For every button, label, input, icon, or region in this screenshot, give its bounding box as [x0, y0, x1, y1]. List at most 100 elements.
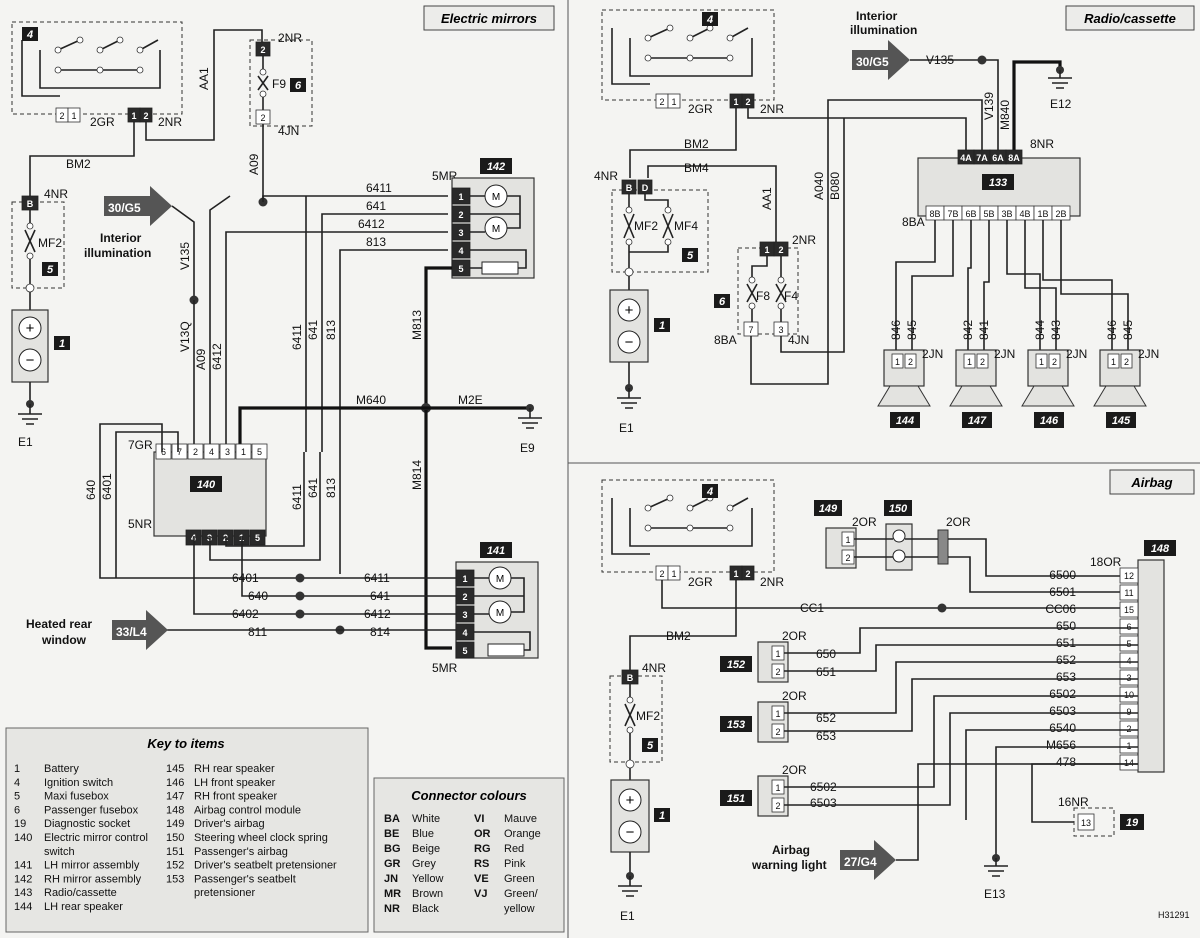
svg-text:149: 149: [819, 503, 838, 515]
pin-label: 1: [241, 447, 246, 457]
pin-148: [1119, 686, 1139, 703]
svg-text:6402: 6402: [232, 607, 259, 621]
svg-text:2: 2: [1124, 357, 1129, 367]
pin-label: 1: [1126, 741, 1131, 751]
pin-140-top: [171, 443, 188, 460]
svg-text:1: 1: [59, 338, 65, 350]
svg-text:1: 1: [1111, 357, 1116, 367]
steering-clock-spring: 150 2OR: [884, 500, 971, 571]
colour-name: Orange: [504, 828, 541, 840]
svg-text:M813: M813: [410, 310, 424, 340]
svg-text:6: 6: [295, 80, 302, 92]
svg-text:E1: E1: [18, 435, 33, 449]
colour-name: Brown: [412, 888, 443, 900]
svg-text:2: 2: [908, 357, 913, 367]
ref-arrow-interior-right: Interior illumination 30/G5: [850, 9, 917, 80]
svg-text:2GR: 2GR: [688, 102, 713, 116]
svg-text:30/G5: 30/G5: [108, 201, 141, 215]
svg-text:27/G4: 27/G4: [844, 855, 877, 869]
svg-text:M640: M640: [356, 393, 386, 407]
svg-text:2: 2: [745, 97, 750, 107]
svg-text:2: 2: [1052, 357, 1057, 367]
colour-name: Beige: [412, 843, 440, 855]
svg-text:141: 141: [487, 545, 505, 557]
key-number: 153: [166, 873, 184, 885]
key-label: RH front speaker: [194, 791, 277, 803]
ignition-switch-radio: 4 2 1 1 2 2GR 2NR: [601, 9, 784, 116]
svg-text:7: 7: [748, 325, 753, 335]
svg-text:Radio/cassette: Radio/cassette: [1084, 11, 1176, 26]
svg-text:2OR: 2OR: [782, 763, 807, 777]
svg-text:2JN: 2JN: [1066, 347, 1087, 361]
svg-text:811: 811: [248, 625, 267, 639]
key-label: Radio/cassette: [44, 887, 117, 899]
colour-code: JN: [384, 873, 398, 885]
key-label: LH front speaker: [194, 777, 276, 789]
svg-text:2OR: 2OR: [946, 515, 971, 529]
svg-text:E1: E1: [620, 909, 635, 923]
wire-label: 843: [1049, 320, 1063, 340]
svg-text:2NR: 2NR: [760, 575, 784, 589]
colour-code: RG: [474, 843, 491, 855]
svg-text:Key to items: Key to items: [147, 736, 224, 751]
pin-133-top: [1005, 149, 1023, 165]
wire-speaker-a: [1042, 220, 1113, 350]
key-label: LH rear speaker: [44, 901, 123, 913]
svg-text:4: 4: [706, 14, 713, 26]
key-label: Airbag control module: [194, 804, 301, 816]
pin-label: 3: [1126, 673, 1131, 683]
svg-text:3: 3: [778, 325, 783, 335]
pin-label: 4: [209, 447, 214, 457]
diagnostic-socket: 16NR 13 19: [1058, 795, 1144, 837]
pin-148: [1119, 635, 1139, 652]
svg-text:M: M: [496, 574, 504, 585]
key-number: 151: [166, 846, 184, 858]
pin-label: 4A: [960, 153, 972, 163]
svg-text:650: 650: [816, 647, 836, 661]
colour-code: VJ: [474, 888, 487, 900]
svg-text:E12: E12: [1050, 97, 1072, 111]
pin-label: 7A: [976, 153, 988, 163]
svg-text:1: 1: [131, 111, 136, 121]
pin-label: 11: [1124, 588, 1133, 598]
svg-text:+: +: [625, 302, 634, 319]
pin-label: 9: [1126, 707, 1131, 717]
wire-label: 846: [1105, 320, 1119, 340]
svg-text:6412: 6412: [210, 343, 224, 370]
svg-text:4: 4: [706, 486, 713, 498]
key-number: 143: [14, 887, 32, 899]
svg-text:153: 153: [727, 719, 745, 731]
svg-text:A040: A040: [812, 172, 826, 200]
svg-text:640: 640: [84, 480, 98, 500]
svg-text:151: 151: [727, 793, 745, 805]
colour-code: BA: [384, 813, 400, 825]
svg-text:2: 2: [143, 111, 148, 121]
svg-text:152: 152: [727, 659, 745, 671]
maxi-fuse-left: B 4NR MF2 5: [11, 187, 68, 289]
svg-text:illumination: illumination: [84, 246, 151, 260]
svg-text:5: 5: [647, 740, 654, 752]
svg-text:E13: E13: [984, 887, 1006, 901]
svg-text:2JN: 2JN: [922, 347, 943, 361]
pin-label: 4: [1126, 656, 1131, 666]
svg-text:E9: E9: [520, 441, 535, 455]
key-label: RH mirror assembly: [44, 873, 142, 885]
svg-text:148: 148: [1151, 543, 1170, 555]
pin-140-top: [219, 443, 236, 460]
svg-text:1: 1: [733, 569, 738, 579]
key-number: 1: [14, 763, 20, 775]
svg-text:F9: F9: [272, 77, 286, 91]
svg-text:814: 814: [370, 625, 390, 639]
pin-label: 8A: [1008, 153, 1020, 163]
svg-text:2: 2: [775, 801, 780, 811]
colour-name: Pink: [504, 858, 526, 870]
svg-text:4: 4: [458, 246, 463, 256]
svg-text:+: +: [26, 320, 35, 337]
svg-text:1: 1: [659, 320, 665, 332]
svg-text:2JN: 2JN: [1138, 347, 1159, 361]
svg-text:D: D: [642, 183, 649, 193]
